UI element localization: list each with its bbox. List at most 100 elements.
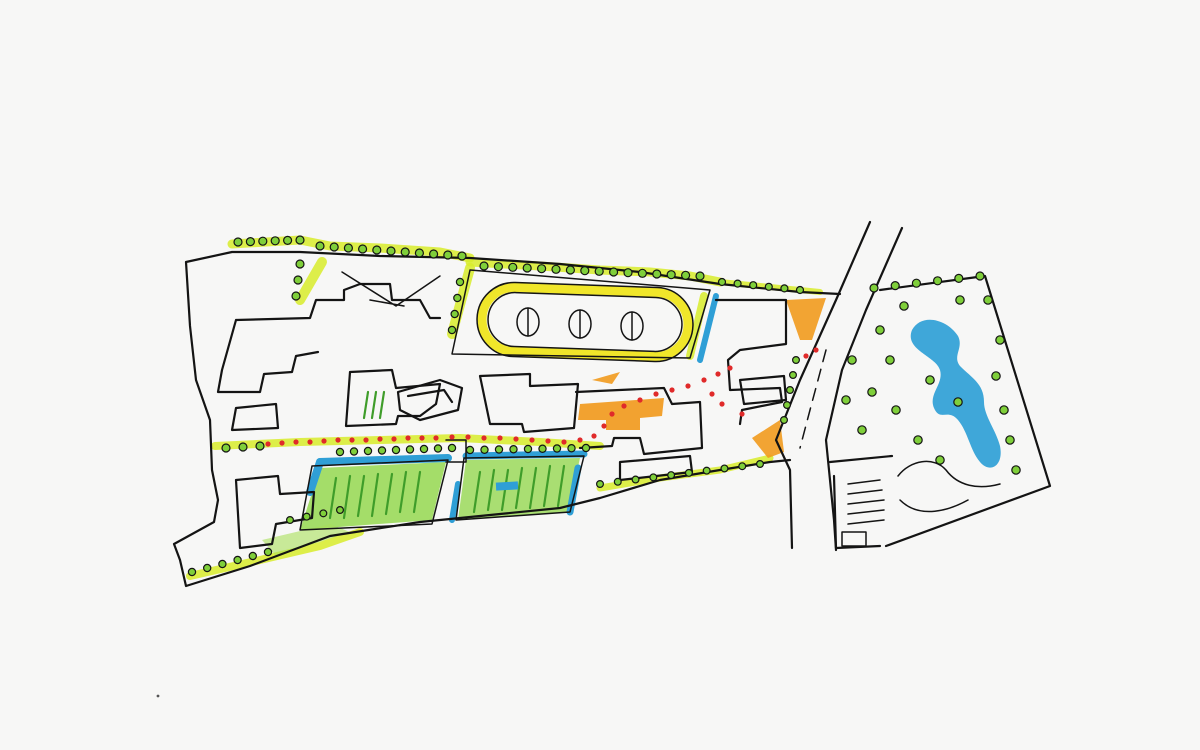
tree-symbol bbox=[302, 512, 311, 521]
parking-bays bbox=[847, 479, 885, 525]
bottom-band bbox=[186, 528, 364, 580]
tree-symbol bbox=[935, 455, 945, 465]
tree-symbol bbox=[450, 309, 459, 319]
track-hedge-right bbox=[686, 292, 708, 360]
highlighted-buildings bbox=[578, 298, 826, 458]
tree-symbol bbox=[270, 236, 280, 246]
tree-symbol bbox=[233, 555, 242, 565]
tree-symbol bbox=[885, 355, 895, 365]
tree-symbol bbox=[255, 441, 265, 451]
canal-middle bbox=[462, 450, 588, 460]
tree-symbol bbox=[791, 356, 800, 365]
orange-canopy-small bbox=[592, 372, 620, 384]
tree-symbol bbox=[358, 244, 368, 254]
track-enclosure bbox=[451, 269, 711, 359]
tree-symbol bbox=[631, 475, 640, 484]
tree-symbol bbox=[293, 275, 303, 285]
tree-symbol bbox=[433, 444, 443, 453]
park-parcel-outline bbox=[878, 274, 1052, 548]
tree-symbol bbox=[493, 262, 503, 272]
tree-symbol bbox=[857, 425, 867, 435]
tree-symbol bbox=[336, 506, 345, 515]
sports-track bbox=[476, 281, 694, 363]
tree-symbol bbox=[508, 262, 518, 272]
tree-symbol bbox=[782, 401, 791, 410]
tree-symbol bbox=[867, 387, 877, 397]
tree-symbol bbox=[319, 509, 328, 518]
orange-building-south bbox=[752, 420, 784, 458]
tree-symbol bbox=[419, 444, 429, 454]
tree-symbol bbox=[847, 355, 857, 365]
tree-symbol bbox=[738, 462, 747, 471]
tree-symbol bbox=[295, 235, 305, 245]
tree-symbol bbox=[666, 270, 676, 280]
buildings bbox=[216, 269, 788, 550]
tree-symbol bbox=[443, 250, 453, 260]
tree-symbol bbox=[263, 547, 273, 557]
courtyard-bottom-left bbox=[262, 524, 350, 556]
tree-symbol bbox=[405, 445, 415, 454]
tree-symbol bbox=[954, 273, 964, 283]
tree-symbol bbox=[899, 301, 909, 311]
tree-symbol bbox=[218, 559, 227, 569]
tree-symbol bbox=[494, 445, 504, 454]
tree-symbol bbox=[329, 242, 339, 252]
tree-symbol bbox=[447, 325, 457, 335]
tree-symbol bbox=[187, 567, 197, 577]
tree-symbol bbox=[400, 247, 410, 257]
track-outer-line bbox=[476, 281, 694, 363]
tree-symbol bbox=[580, 266, 590, 276]
tree-symbol bbox=[202, 563, 212, 573]
building-east bbox=[714, 298, 788, 426]
courtyard-frame-middle bbox=[455, 455, 585, 521]
tree-symbol bbox=[999, 405, 1009, 415]
tree-symbol bbox=[221, 443, 231, 453]
tree-symbol bbox=[932, 276, 943, 286]
tree-symbol bbox=[465, 445, 475, 455]
tree-symbol bbox=[315, 241, 325, 251]
tree-symbol bbox=[785, 386, 794, 395]
tree-symbol bbox=[551, 264, 561, 274]
tree-symbol bbox=[749, 281, 758, 290]
tree-symbol bbox=[925, 375, 935, 385]
tree-symbol bbox=[286, 515, 295, 524]
tree-symbol bbox=[702, 466, 711, 475]
building-northwest bbox=[216, 282, 442, 394]
tree-symbol bbox=[552, 444, 562, 453]
building-pavilion bbox=[396, 378, 464, 422]
tree-symbol bbox=[1011, 465, 1021, 475]
parking-edge bbox=[832, 474, 882, 550]
tree-symbol bbox=[684, 468, 693, 477]
cross-street bbox=[828, 454, 894, 464]
tree-symbol bbox=[238, 442, 248, 452]
track-inner-line bbox=[487, 291, 683, 353]
tree-symbol bbox=[1005, 435, 1015, 445]
tree-symbol bbox=[453, 293, 462, 303]
tree-band-diagonal bbox=[295, 257, 327, 305]
canal-west bbox=[316, 454, 452, 466]
tree-symbol bbox=[890, 281, 900, 291]
water-features bbox=[306, 293, 1001, 523]
tree-symbol bbox=[391, 445, 401, 455]
tree-symbol bbox=[717, 277, 727, 287]
boundary-outline bbox=[172, 250, 842, 588]
tree-symbol bbox=[455, 277, 465, 287]
tree-symbol bbox=[637, 268, 648, 278]
tree-symbol bbox=[457, 251, 467, 261]
tree-symbol bbox=[335, 447, 345, 457]
building-central-north bbox=[478, 372, 580, 434]
trees bbox=[187, 235, 1021, 577]
tree-symbol bbox=[522, 263, 532, 273]
tree-symbol bbox=[733, 279, 742, 288]
tree-symbol bbox=[755, 460, 764, 469]
track-outer bbox=[477, 283, 693, 361]
track-hedge bbox=[447, 263, 475, 339]
parking-lot bbox=[832, 474, 885, 550]
tree-symbol bbox=[538, 444, 547, 453]
building-southwest bbox=[234, 474, 316, 550]
tree-symbol bbox=[233, 237, 243, 247]
tree-symbol bbox=[623, 268, 633, 278]
tree-symbol bbox=[291, 291, 301, 301]
